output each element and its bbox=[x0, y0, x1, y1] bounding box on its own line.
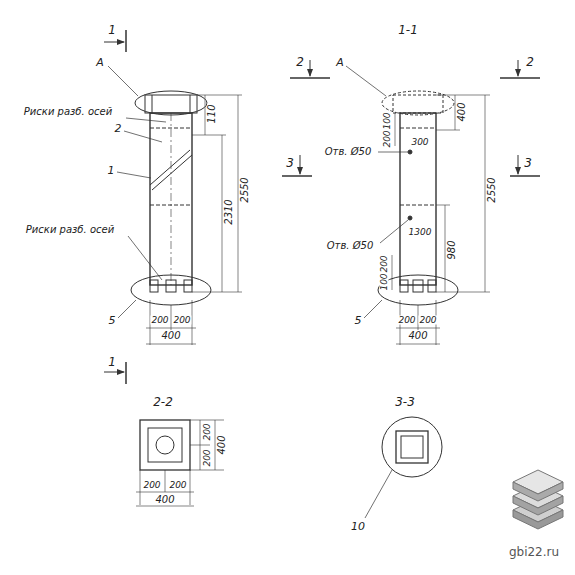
dimension: 2550 bbox=[240, 176, 250, 203]
callout-letter: A bbox=[335, 57, 345, 68]
dimension: 200 bbox=[418, 316, 437, 325]
section-title: 1-1 bbox=[397, 24, 419, 36]
callout-number: 5 bbox=[108, 315, 117, 326]
section-mark: 1 bbox=[107, 356, 117, 368]
callout-number: 1 bbox=[107, 165, 116, 176]
dimension: 200 bbox=[168, 481, 187, 490]
dimension: 200 bbox=[172, 316, 191, 325]
dimension: 110 bbox=[207, 103, 217, 124]
section-mark: 3 bbox=[285, 157, 295, 169]
sections-2-2-3-3 bbox=[136, 417, 442, 518]
note: Отв. Ø50 bbox=[326, 241, 375, 251]
dimension: 100 bbox=[383, 111, 392, 130]
callout-number: 10 bbox=[350, 521, 366, 532]
dimension: 400 bbox=[407, 331, 428, 341]
section-mark: 2 bbox=[295, 56, 305, 68]
watermark: gbi22.ru bbox=[508, 546, 560, 558]
dimension: 400 bbox=[217, 434, 227, 455]
dimension: 200 bbox=[203, 448, 212, 467]
section-title: 3-3 bbox=[394, 396, 416, 408]
dimension: 400 bbox=[457, 101, 467, 122]
dimension: 200 bbox=[383, 129, 392, 148]
dimension: 200 bbox=[142, 481, 161, 490]
section-mark: 1 bbox=[107, 24, 117, 36]
front-view bbox=[104, 30, 242, 384]
watermark-logo bbox=[513, 470, 563, 529]
section-1-1 bbox=[282, 60, 540, 345]
dimension: 200 bbox=[203, 422, 212, 441]
dimension: 400 bbox=[154, 495, 175, 505]
section-mark: 3 bbox=[523, 157, 533, 169]
dimension: 980 bbox=[447, 239, 457, 260]
callout-number: 2 bbox=[114, 123, 123, 134]
section-mark: 2 bbox=[525, 56, 535, 68]
dimension: 1300 bbox=[408, 228, 433, 237]
callout-letter: A bbox=[95, 57, 105, 68]
dimension: 2550 bbox=[487, 176, 497, 203]
dimension: 200 bbox=[380, 254, 389, 273]
section-title: 2-2 bbox=[152, 396, 174, 408]
dimension: 200 bbox=[150, 316, 169, 325]
note: Риски разб. осей bbox=[23, 107, 113, 117]
dimension: 100 bbox=[380, 272, 389, 291]
callout-number: 5 bbox=[354, 315, 363, 326]
note: Риски разб. осей bbox=[25, 225, 115, 235]
dimension: 400 bbox=[160, 331, 181, 341]
note: Отв. Ø50 bbox=[324, 147, 373, 157]
dimension: 2310 bbox=[224, 198, 234, 225]
dimension: 200 bbox=[397, 316, 416, 325]
dimension: 300 bbox=[410, 138, 429, 147]
